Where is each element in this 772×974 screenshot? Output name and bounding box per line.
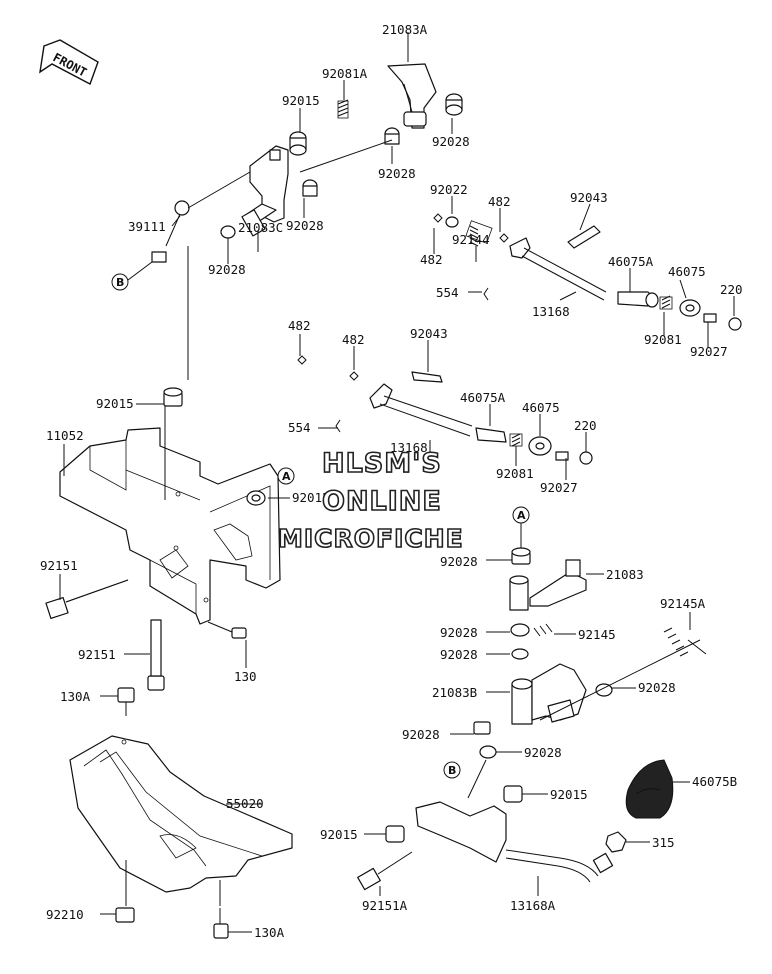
part-label: 92081 xyxy=(496,466,534,481)
part-label: 92028 xyxy=(378,166,416,181)
part-label: 92028 xyxy=(638,680,676,695)
part-label: 92145A xyxy=(660,596,706,611)
callout-b-left: B xyxy=(111,261,153,291)
part-label: 92043 xyxy=(570,190,608,205)
part-label: 92028 xyxy=(524,745,562,760)
part-label: 92028 xyxy=(440,625,478,640)
part-label: 11052 xyxy=(46,428,84,443)
part-label: 130A xyxy=(254,925,285,940)
part-label: 482 xyxy=(420,252,443,267)
part-label: 21083C xyxy=(238,220,283,235)
part-label: 13168 xyxy=(532,304,570,319)
part-label: 92027 xyxy=(690,344,728,359)
part-label: 39111 xyxy=(128,219,166,234)
part-label: 92028 xyxy=(440,554,478,569)
part-label: 92081 xyxy=(644,332,682,347)
callout-a-upper: A xyxy=(277,467,295,485)
part-label: 554 xyxy=(288,420,311,435)
svg-text:A: A xyxy=(282,470,291,483)
front-arrow-badge: FRONT xyxy=(39,39,99,85)
part-label: 220 xyxy=(574,418,597,433)
part-label: 92015 xyxy=(282,93,320,108)
part-label: 92144 xyxy=(452,232,490,247)
skid-plate-55020 xyxy=(69,687,293,939)
part-number-labels: 21083A 92081A 92015 92028 92028 39111 92… xyxy=(40,22,743,940)
part-label: 92028 xyxy=(440,647,478,662)
part-label: 554 xyxy=(436,285,459,300)
upper-link-group xyxy=(151,63,463,380)
part-label: 92028 xyxy=(402,727,440,742)
part-label: 130A xyxy=(60,689,91,704)
part-label: 482 xyxy=(488,194,511,209)
part-label: 55020 xyxy=(226,796,264,811)
part-label: 46075A xyxy=(608,254,654,269)
part-label: 46075 xyxy=(668,264,706,279)
part-label: 92015 xyxy=(96,396,134,411)
callout-b-right: B xyxy=(443,761,461,779)
upper-shaft-13168 xyxy=(433,213,742,331)
pedal-linkage-group xyxy=(357,547,707,891)
part-label: 92151 xyxy=(40,558,78,573)
watermark-line-1: HLSM'S xyxy=(321,447,442,480)
part-label: 92027 xyxy=(540,480,578,495)
part-label: 92028 xyxy=(432,134,470,149)
part-label: 13168 xyxy=(390,440,428,455)
part-label: 482 xyxy=(342,332,365,347)
part-label: 220 xyxy=(720,282,743,297)
part-label: 46075 xyxy=(522,400,560,415)
part-label: 21083A xyxy=(382,22,428,37)
leader-lines xyxy=(59,32,735,933)
lower-shaft-13168 xyxy=(297,355,593,465)
part-label: 21083B xyxy=(432,685,477,700)
part-label: 92081A xyxy=(322,66,368,81)
part-label: 130 xyxy=(234,669,257,684)
svg-text:B: B xyxy=(116,276,124,289)
part-label: 92015 xyxy=(320,827,358,842)
part-label: 13168A xyxy=(510,898,556,913)
part-label: 92210 xyxy=(46,907,84,922)
svg-text:A: A xyxy=(517,509,526,522)
part-label: 92028 xyxy=(208,262,246,277)
part-label: 92043 xyxy=(410,326,448,341)
part-label: 315 xyxy=(652,835,675,850)
part-label: 482 xyxy=(288,318,311,333)
part-label: 92028 xyxy=(286,218,324,233)
callout-a-lower: A xyxy=(512,506,530,548)
part-label: 92151 xyxy=(78,647,116,662)
svg-text:B: B xyxy=(448,764,456,777)
part-label: 92151A xyxy=(362,898,408,913)
main-bracket-11052 xyxy=(45,387,281,691)
watermark-line-2: ONLINE xyxy=(321,485,442,518)
part-label: 92022 xyxy=(430,182,468,197)
watermark-line-3: MICROFICHE xyxy=(277,523,464,554)
part-label: 21083 xyxy=(606,567,644,582)
part-label: 46075B xyxy=(692,774,737,789)
part-label: 92015 xyxy=(292,490,330,505)
part-label: 92015 xyxy=(550,787,588,802)
part-label: 92145 xyxy=(578,627,616,642)
part-label: 46075A xyxy=(460,390,506,405)
